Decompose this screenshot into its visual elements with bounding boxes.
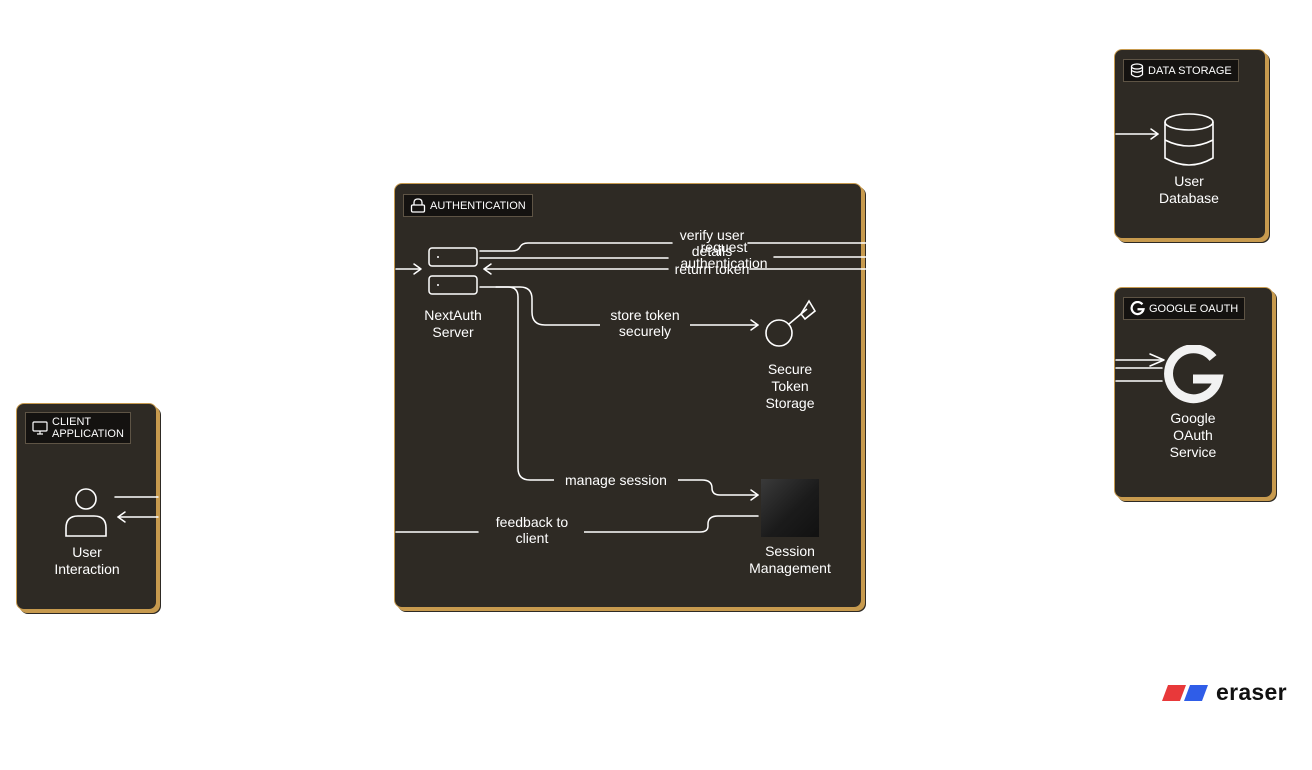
eraser-logo: eraser [1162, 679, 1287, 706]
database-icon [1164, 113, 1214, 166]
eraser-logo-text: eraser [1216, 679, 1287, 705]
data-storage-label-text: DATA STORAGE [1148, 64, 1232, 77]
edge-manage-session-right [675, 479, 759, 496]
server-icon [428, 247, 478, 295]
nextauth-server-label: NextAuth Server [424, 307, 482, 340]
arrow-head [413, 263, 422, 275]
client-application-label-text: CLIENT APPLICATION [52, 416, 124, 440]
database-icon [1130, 63, 1144, 78]
edge-verify-user [479, 242, 673, 252]
arrow-head [750, 489, 759, 501]
monitor-icon [32, 421, 48, 435]
google-oauth-service-label: Google OAuth Service [1169, 410, 1217, 460]
data-storage-group[interactable]: DATA STORAGE User Database [1114, 49, 1266, 239]
authentication-group[interactable]: AUTHENTICATION NextAuth Server Secure To… [394, 183, 862, 608]
arrow-head [117, 511, 126, 523]
authentication-label-text: AUTHENTICATION [430, 199, 526, 212]
lock-icon [410, 198, 426, 213]
key-icon [765, 299, 817, 347]
arrow-head [483, 263, 492, 275]
google-oauth-group[interactable]: GOOGLE OAUTH Google OAuth Service [1114, 287, 1273, 498]
edge-feedback-line [577, 515, 759, 533]
edge-manage-session [495, 286, 557, 481]
edge-label-store-token: store token securely [600, 307, 690, 339]
client-application-group[interactable]: CLIENT APPLICATION User Interaction [16, 403, 157, 610]
google-icon [1164, 345, 1224, 404]
google-oauth-label: GOOGLE OAUTH [1123, 297, 1246, 320]
data-storage-label: DATA STORAGE [1123, 59, 1239, 82]
arrow-head [1149, 353, 1165, 367]
arrow-head [1150, 128, 1159, 140]
authentication-label: AUTHENTICATION [403, 194, 533, 217]
session-management-label: Session Management [749, 543, 831, 576]
edge-label-return-token: return token [674, 261, 750, 277]
eraser-logo-icon [1162, 684, 1208, 701]
edge-label-feedback: feedback to client [480, 514, 584, 546]
user-database-label: User Database [1159, 173, 1219, 206]
user-interaction-label: User Interaction [54, 544, 120, 577]
session-icon [761, 479, 819, 537]
google-icon [1130, 301, 1145, 316]
client-application-label: CLIENT APPLICATION [25, 412, 131, 444]
user-icon [65, 488, 107, 537]
secure-token-storage-label: Secure Token Storage [765, 361, 815, 411]
google-oauth-label-text: GOOGLE OAUTH [1149, 302, 1239, 315]
edge-label-verify-user: verify user details [679, 227, 745, 259]
edge-label-request-auth: request authentication [680, 239, 768, 271]
edge-store-token [479, 286, 605, 326]
edge-label-manage-session: manage session [554, 472, 678, 488]
arrow-head [750, 319, 759, 331]
